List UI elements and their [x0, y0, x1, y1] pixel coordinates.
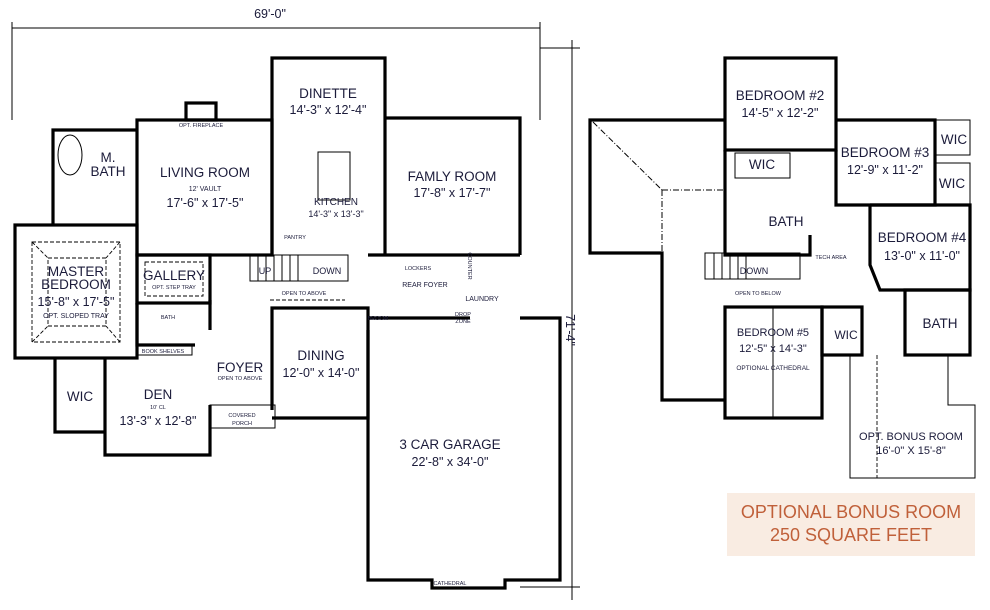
dinette-size: 14'-3" x 12'-4" — [290, 103, 367, 117]
width-dimension: 69'-0" — [254, 7, 286, 21]
lockers-label: LOCKERS — [405, 266, 432, 272]
bedroom3-size: 12'-9" x 11'-2" — [847, 163, 923, 177]
covered-porch-label-2: PORCH — [232, 421, 252, 427]
kitchen-label: KITCHEN — [314, 197, 358, 208]
family-room-label: FAMLY ROOM — [408, 169, 497, 184]
laundry-label: LAUNDRY — [465, 296, 499, 303]
living-room-size: 17'-6" x 17'-5" — [167, 196, 244, 210]
dining-size: 12'-0" x 14'-0" — [283, 366, 360, 380]
bonus-room-callout: OPTIONAL BONUS ROOM 250 SQUARE FEET — [727, 493, 975, 556]
bedroom5-note: OPTIONAL CATHEDRAL — [736, 365, 810, 372]
depth-dimension: 71'-4" — [563, 314, 577, 346]
bedroom2-size: 14'-5" x 12'-2" — [742, 106, 819, 120]
stairs-up-label: UP — [259, 266, 272, 276]
bath-label-2: BATH — [922, 316, 957, 331]
wic-label-4: WIC — [834, 328, 858, 342]
second-floor-walls — [588, 56, 976, 479]
family-room-size: 17'-8" x 17'-7" — [414, 186, 491, 200]
dinette-label: DINETTE — [299, 86, 357, 101]
gallery-label: GALLERY — [143, 268, 205, 283]
den-note: 10' CL — [150, 405, 166, 411]
m-bath-label-1: M. — [101, 150, 116, 165]
counter-label: COUNTER — [466, 252, 472, 279]
bonus-callout-line1: OPTIONAL BONUS ROOM — [741, 502, 961, 522]
bedroom5-size: 12'-5" x 14'-3" — [739, 343, 807, 355]
stairs-down-label: DOWN — [313, 266, 342, 276]
stair-treads — [257, 255, 299, 281]
open-to-above-label: OPEN TO ABOVE — [282, 291, 327, 297]
bath-label-1: BATH — [768, 214, 803, 229]
opt-fireplace-label: OPT. FIREPLACE — [179, 123, 224, 129]
wic-label-2: WIC — [941, 132, 967, 147]
wic-label-1: WIC — [749, 157, 775, 172]
foyer-label: FOYER — [217, 360, 264, 375]
bonus-room-size: 16'-0" X 15'-8" — [876, 445, 946, 457]
wic-label: WIC — [67, 389, 93, 404]
upper-stair-treads — [713, 253, 747, 279]
garage-size: 22'-8" x 34'-0" — [412, 455, 489, 469]
master-bedroom-note: OPT. SLOPED TRAY — [43, 313, 109, 320]
master-bedroom-label-1: MASTER — [48, 264, 105, 279]
bedroom4-label: BEDROOM #4 — [878, 230, 967, 245]
first-floor-walls — [13, 56, 562, 590]
book-shelves-label: BOOK SHELVES — [142, 349, 185, 355]
bedroom3-label: BEDROOM #3 — [841, 145, 930, 160]
drop-zone-label-2: ZONE — [455, 319, 471, 325]
bedroom2-label: BEDROOM #2 — [736, 88, 825, 103]
covered-porch-label-1: COVERED — [228, 413, 255, 419]
dimension-lines — [11, 22, 580, 600]
bonus-callout-line2: 250 SQUARE FEET — [770, 525, 932, 545]
rear-foyer-label: REAR FOYER — [402, 282, 448, 289]
den-label: DEN — [144, 387, 173, 402]
cathedral-label: CATHEDRAL — [434, 581, 467, 587]
broom-label: BROOM — [368, 316, 389, 322]
upper-stairs-down-label: DOWN — [740, 266, 769, 276]
dining-label: DINING — [297, 348, 344, 363]
kitchen-size: 14'-3" x 13'-3" — [308, 209, 363, 219]
living-room-note: 12' VAULT — [189, 186, 222, 193]
tech-area-label: TECH AREA — [815, 255, 847, 261]
living-room-label: LIVING ROOM — [160, 165, 250, 180]
pantry-label: PANTRY — [284, 235, 306, 241]
m-bath-label-2: BATH — [90, 164, 125, 179]
master-bedroom-label-2: BEDROOM — [41, 277, 111, 292]
master-bedroom-size: 15'-8" x 17'-5" — [38, 295, 115, 309]
den-size: 13'-3" x 12'-8" — [120, 414, 197, 428]
open-to-below-label: OPEN TO BELOW — [735, 291, 782, 297]
wic-label-3: WIC — [939, 176, 965, 191]
bonus-room-label: OPT. BONUS ROOM — [859, 431, 963, 443]
drop-zone-label-1: DROP — [455, 312, 471, 318]
garage-label: 3 CAR GARAGE — [399, 437, 500, 452]
bedroom4-size: 13'-0" x 11'-0" — [884, 249, 960, 263]
gallery-note: OPT. STEP TRAY — [152, 285, 196, 291]
bath-label: BATH — [161, 315, 175, 321]
bedroom5-label: BEDROOM #5 — [737, 327, 809, 339]
foyer-note: OPEN TO ABOVE — [218, 376, 263, 382]
